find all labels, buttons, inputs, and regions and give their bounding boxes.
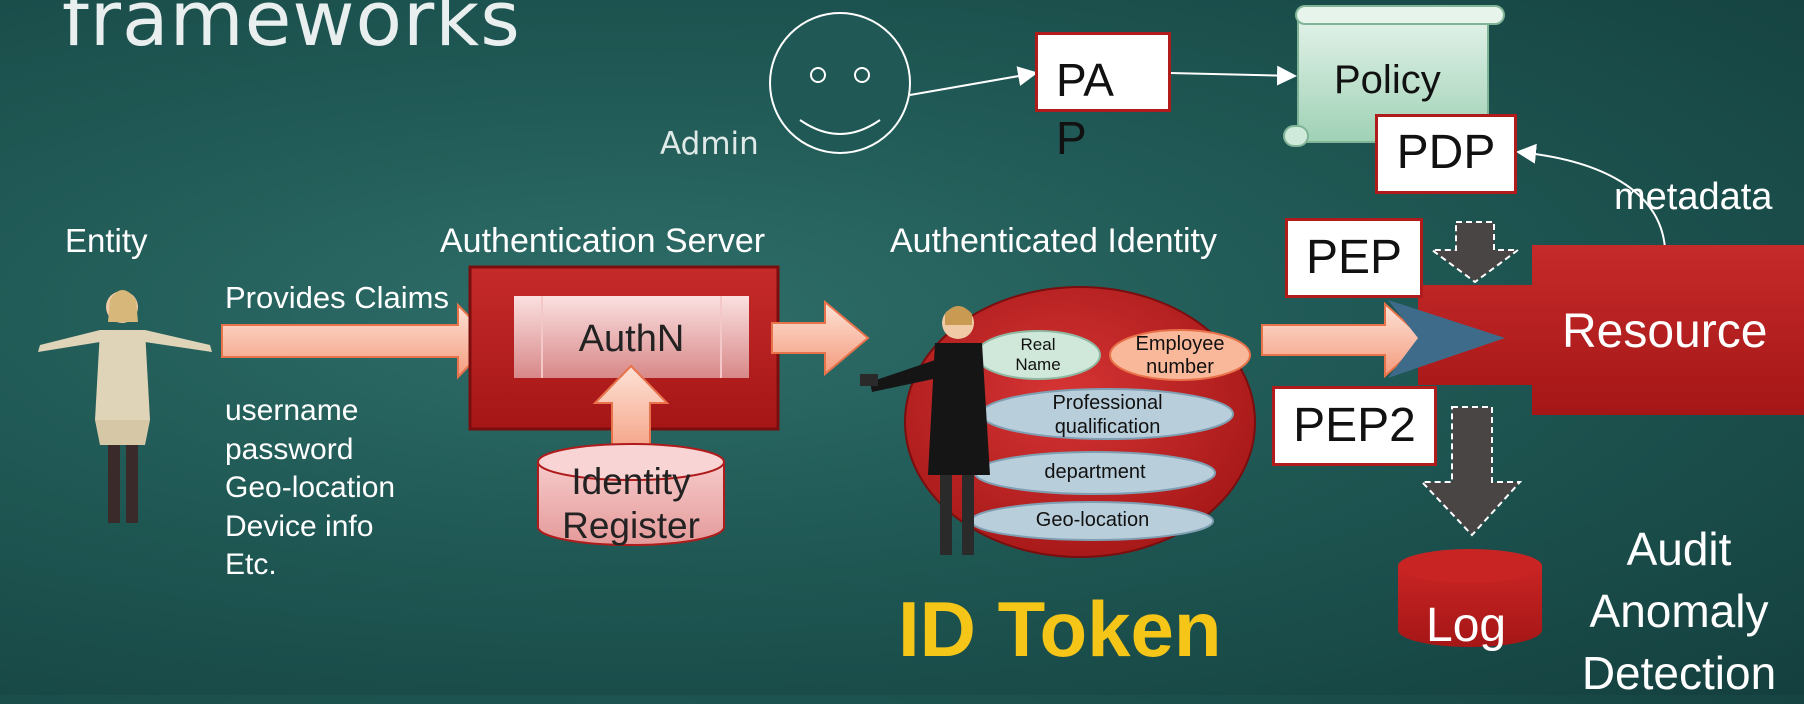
claim-item: Device info	[225, 509, 374, 543]
pap-box: PA P	[1035, 32, 1171, 164]
authn-to-identity-arrow	[771, 299, 870, 377]
employee-number-label: Employee number	[1135, 333, 1225, 378]
authn-label: AuthN	[578, 318, 685, 360]
pap-label: PA P	[1056, 54, 1112, 164]
log-cylinder	[1398, 549, 1542, 647]
authn-box	[514, 296, 749, 378]
claim-item: username	[225, 394, 359, 427]
resource-shape	[1418, 245, 1804, 415]
employee-number-pill	[1109, 329, 1251, 381]
identity-register-cylinder	[537, 443, 725, 546]
id-token-label: ID Token	[898, 585, 1222, 673]
pep-dashed-arrow	[1428, 221, 1522, 284]
policy-label: Policy	[1334, 58, 1441, 102]
admin-smiley-icon	[769, 12, 911, 154]
pep-label: PEP	[1305, 231, 1403, 284]
pdp-label: PDP	[1396, 126, 1496, 179]
claim-item: Geo-location	[225, 471, 396, 504]
claim-item: Etc.	[225, 548, 277, 581]
pep-box: PEP	[1285, 218, 1423, 298]
real-name-label: Real Name	[1015, 335, 1061, 374]
provides-claims-label: Provides Claims	[225, 280, 449, 315]
pep2-box: PEP2	[1272, 386, 1437, 466]
department-label: department	[1044, 461, 1146, 483]
authenticated-identity-header: Authenticated Identity	[890, 222, 1218, 260]
audit-label: Audit Anomaly Detection	[1581, 523, 1777, 699]
pep2-dashed-arrow	[1419, 406, 1523, 537]
pep2-label: PEP2	[1293, 399, 1416, 452]
pap-to-policy-connector	[1169, 65, 1297, 86]
entity-person-icon	[38, 290, 212, 523]
pdp-box: PDP	[1375, 114, 1517, 194]
log-label: Log	[1426, 599, 1507, 652]
resource-to-pdp-connector	[1516, 143, 1666, 249]
admin-to-pap-connector	[909, 66, 1038, 96]
entity-header: Entity	[65, 222, 148, 259]
resource-label: Resource	[1562, 305, 1768, 358]
auth-server-header: Authentication Server	[440, 222, 766, 260]
resource-entry-notch	[1388, 300, 1505, 378]
claims-list: username password Geo-location Device in…	[225, 392, 395, 585]
identity-register-label: Identity Register	[562, 461, 700, 546]
qualification-label: Professional qualification	[1052, 392, 1163, 438]
metadata-label: metadata	[1614, 176, 1773, 218]
slide-title: frameworks	[62, 0, 521, 63]
claim-item: password	[225, 432, 354, 466]
geo-location-attr-label: Geo-location	[1035, 509, 1150, 531]
admin-label: Admin	[660, 126, 759, 162]
identity-person-icon	[860, 306, 990, 555]
